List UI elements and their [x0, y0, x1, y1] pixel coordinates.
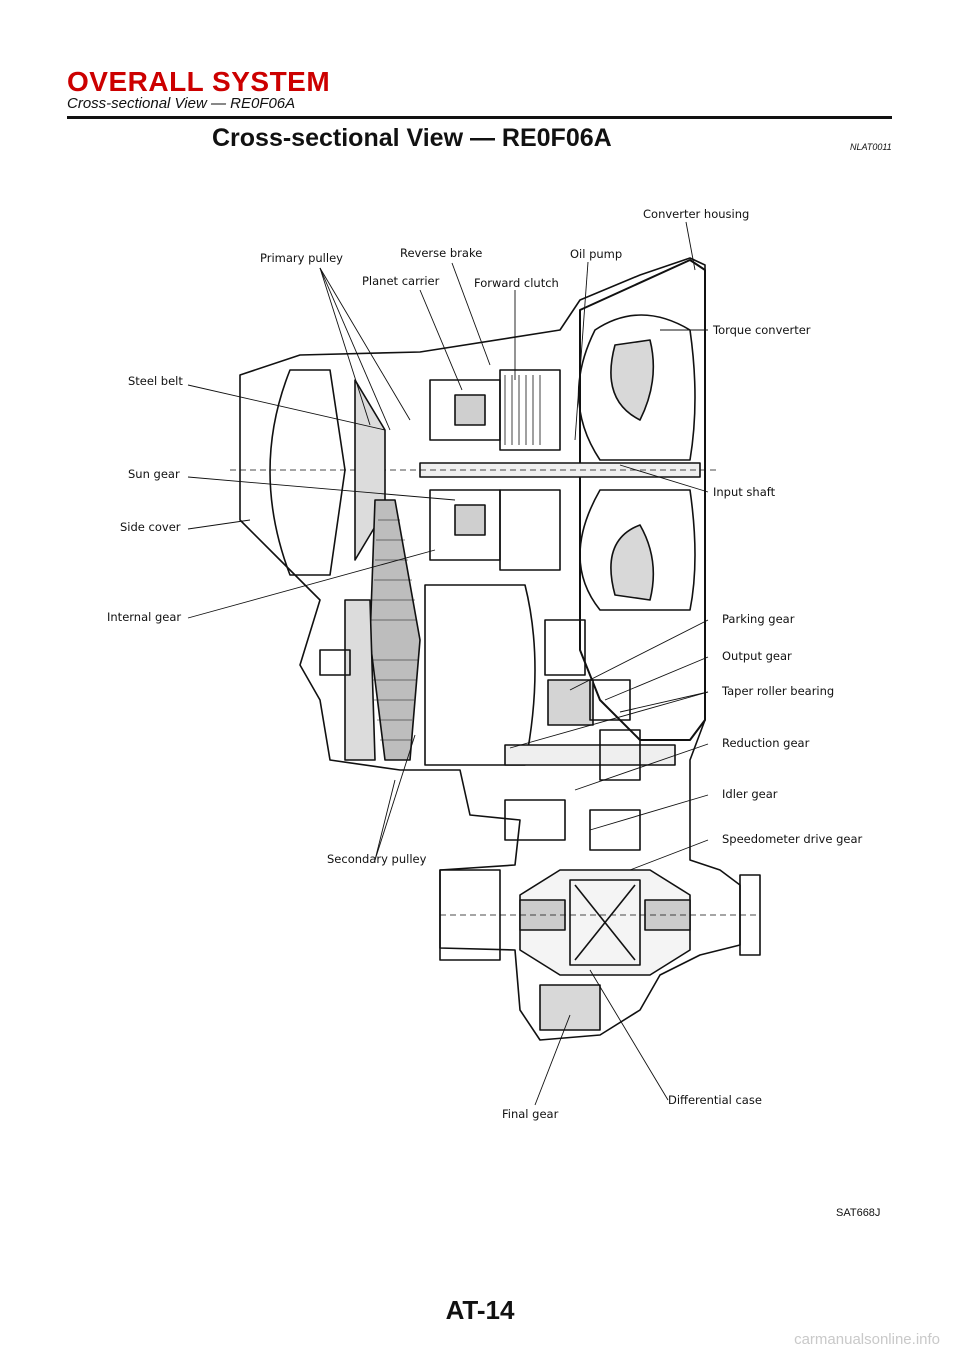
- label-differential-case: Differential case: [668, 1093, 762, 1107]
- reduction-gear-shaft: [504, 744, 676, 766]
- torque-converter: [577, 314, 696, 461]
- label-steel-belt: Steel belt: [128, 374, 183, 388]
- label-final-gear: Final gear: [502, 1107, 559, 1121]
- label-converter-housing: Converter housing: [643, 207, 749, 221]
- final-gear: [539, 984, 601, 1031]
- page-title: Cross-sectional View — RE0F06A: [212, 124, 612, 152]
- label-planet-carrier: Planet carrier: [362, 274, 440, 288]
- output-gear: [547, 679, 594, 726]
- forward-clutch-pack: [499, 369, 561, 451]
- transmission-drawing: [230, 257, 761, 1041]
- converter-housing: [579, 259, 706, 741]
- label-idler-gear: Idler gear: [722, 787, 778, 801]
- label-side-cover: Side cover: [120, 520, 181, 534]
- steel-belt: [369, 499, 421, 761]
- housing-outline: [239, 257, 741, 1041]
- label-oil-pump: Oil pump: [570, 247, 622, 261]
- label-sun-gear: Sun gear: [128, 467, 180, 481]
- label-internal-gear: Internal gear: [107, 610, 181, 624]
- header-rule: [67, 116, 892, 119]
- label-reduction-gear: Reduction gear: [722, 736, 810, 750]
- subsection-title: Cross-sectional View — RE0F06A: [67, 95, 296, 112]
- label-torque-converter: Torque converter: [712, 323, 811, 337]
- label-speedometer-drive-gear: Speedometer drive gear: [722, 832, 863, 846]
- label-input-shaft: Input shaft: [713, 485, 776, 499]
- section-title: OVERALL SYSTEM: [67, 66, 331, 97]
- parking-gear: [544, 619, 586, 676]
- reference-code: NLAT0011: [850, 142, 892, 152]
- label-reverse-brake: Reverse brake: [400, 246, 482, 260]
- label-secondary-pulley: Secondary pulley: [327, 852, 427, 866]
- label-primary-pulley: Primary pulley: [260, 251, 343, 265]
- leader-lines: [187, 221, 709, 1106]
- label-forward-clutch: Forward clutch: [474, 276, 559, 290]
- primary-pulley: [269, 369, 346, 576]
- label-taper-roller-bearing: Taper roller bearing: [721, 684, 834, 698]
- label-parking-gear: Parking gear: [722, 612, 795, 626]
- figure-code: SAT668J: [836, 1207, 881, 1219]
- label-output-gear: Output gear: [722, 649, 792, 663]
- watermark: carmanualsonline.info: [794, 1331, 940, 1348]
- secondary-pulley: [424, 584, 536, 766]
- page-number: AT-14: [445, 1295, 515, 1325]
